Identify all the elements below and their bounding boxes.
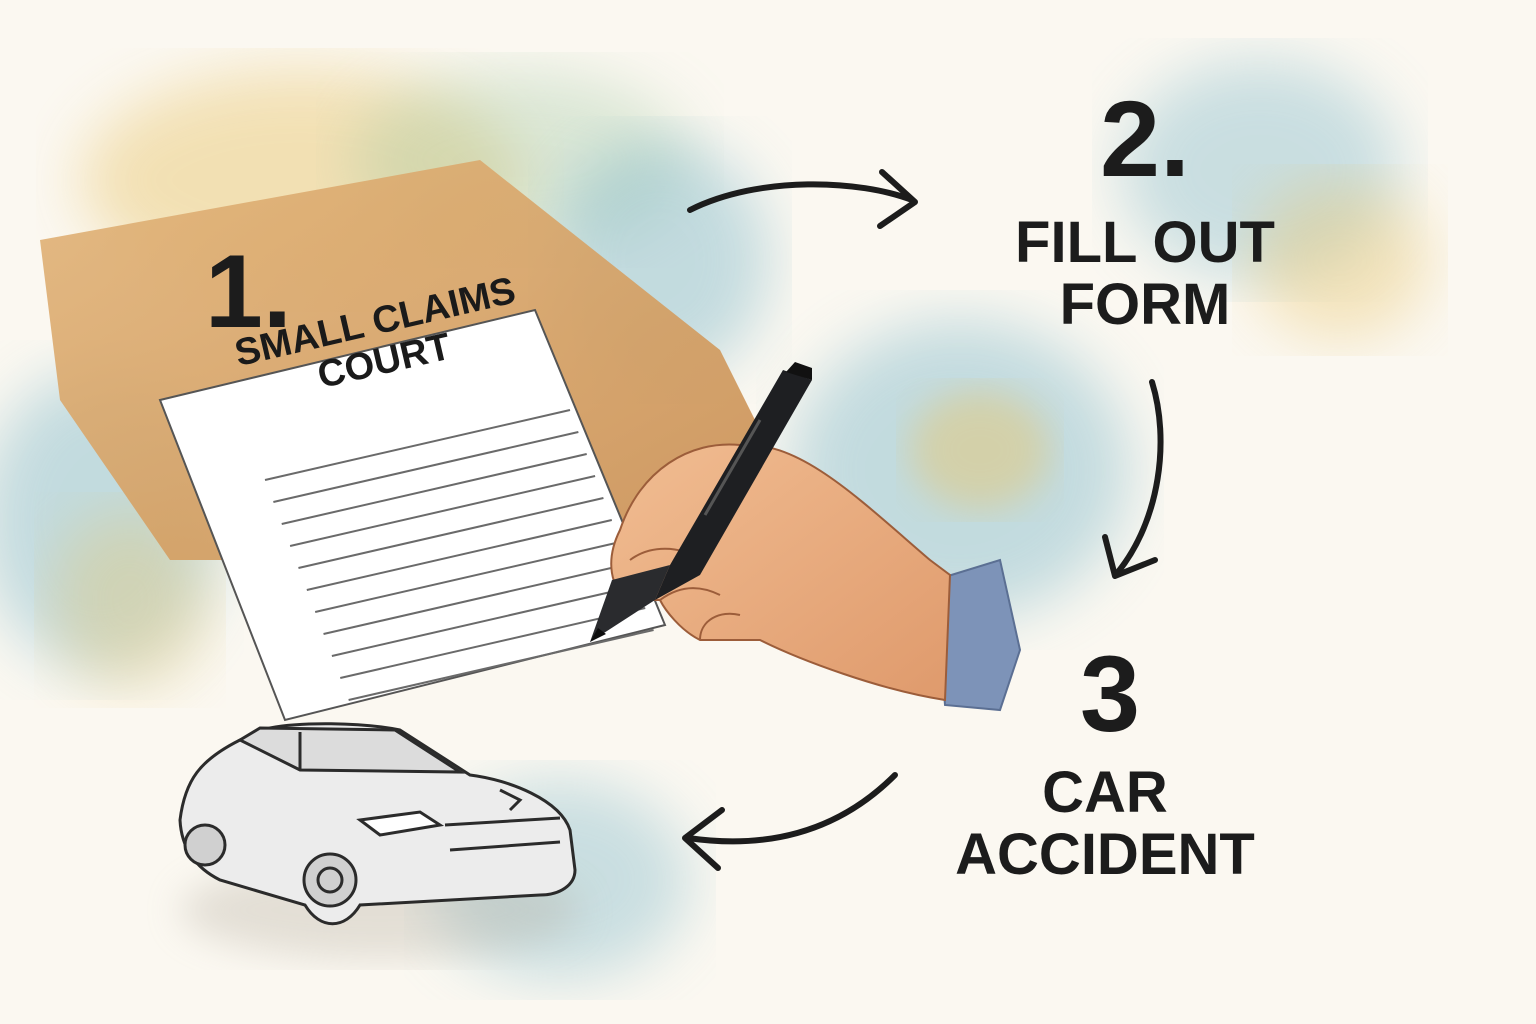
step-1-number: 1. xyxy=(205,234,292,350)
arrow-icon xyxy=(682,169,1164,871)
document-line xyxy=(298,497,604,569)
step-3-number: 3 xyxy=(1079,633,1141,754)
step-2-label: FILL OUT FORM xyxy=(1015,210,1275,337)
document-line xyxy=(323,563,629,635)
document-line xyxy=(281,453,587,525)
step-2-number: 2. xyxy=(1099,78,1191,199)
document-line xyxy=(331,585,638,657)
document-line xyxy=(264,409,571,481)
pen-icon xyxy=(590,362,812,642)
document-line xyxy=(314,541,621,613)
document-line xyxy=(340,607,646,679)
car-icon xyxy=(178,722,577,926)
document-line xyxy=(348,629,654,701)
document-line xyxy=(306,519,613,591)
document-line xyxy=(289,475,596,547)
document-icon xyxy=(158,308,667,722)
step-3-label: CAR ACCIDENT xyxy=(955,760,1255,887)
document-line xyxy=(273,431,579,503)
